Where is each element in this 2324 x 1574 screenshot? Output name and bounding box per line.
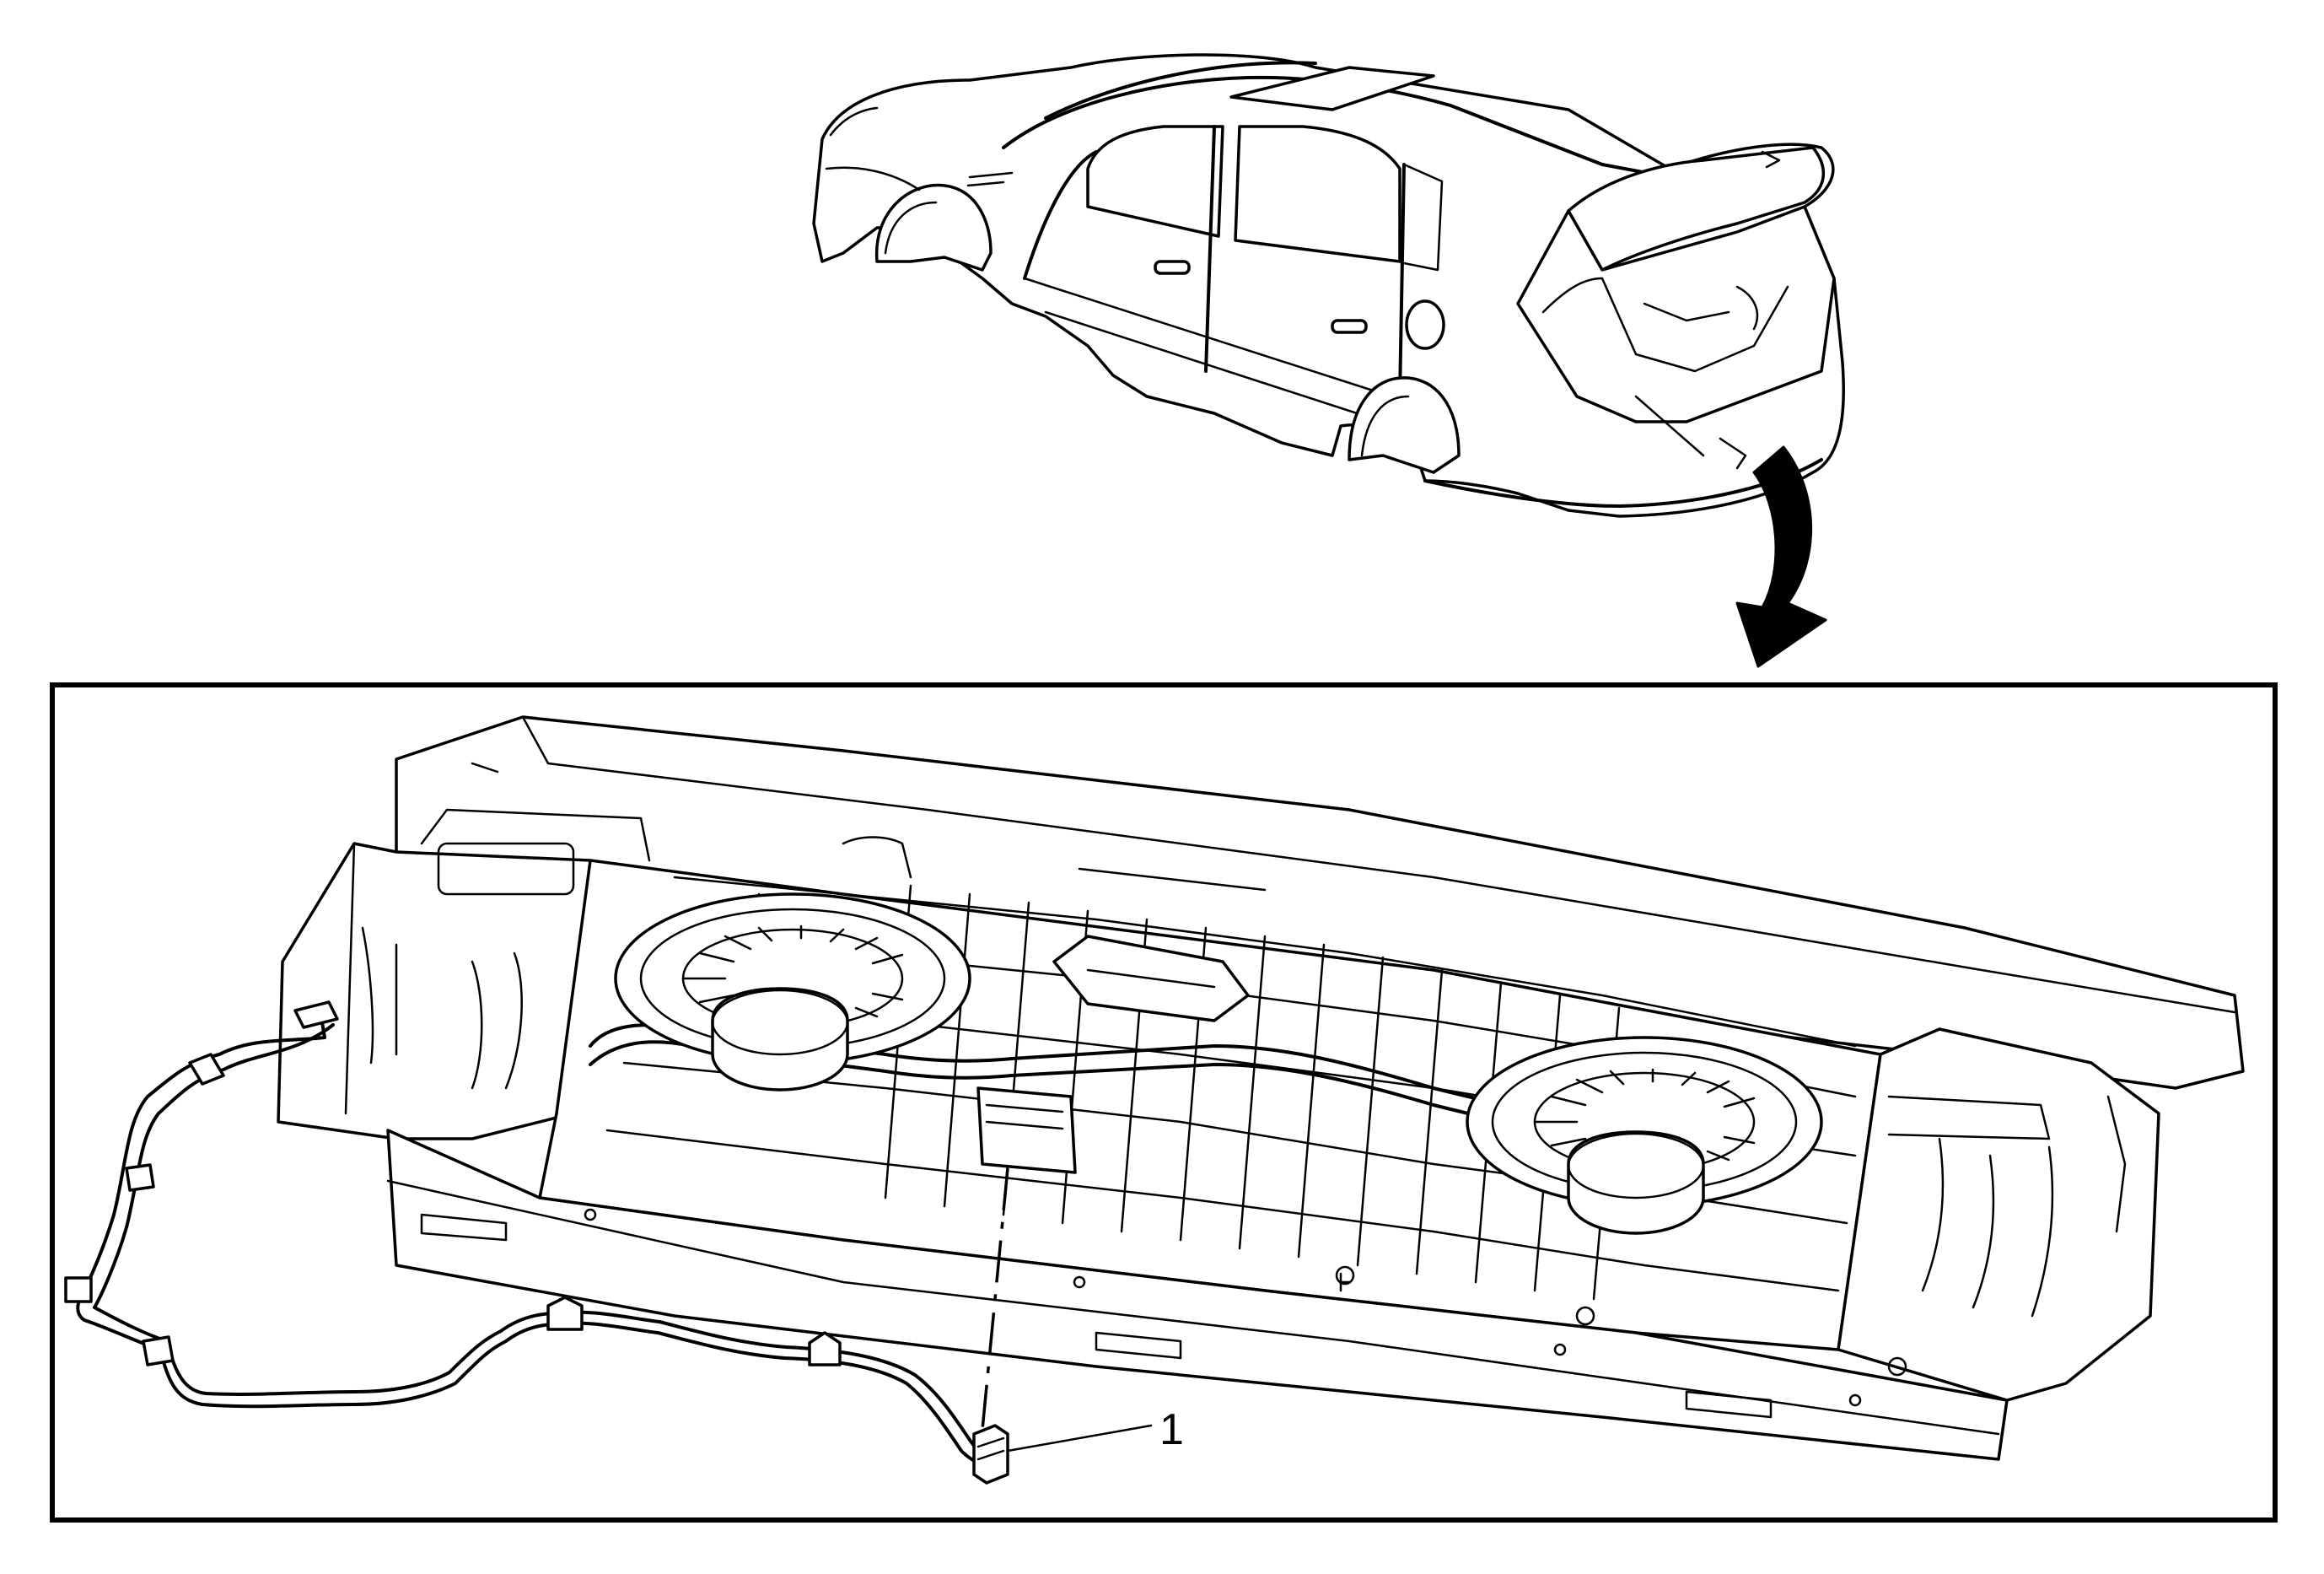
center-module-installed [976, 1086, 1077, 1174]
detail-frame [50, 682, 2278, 1523]
rear-door-window [1086, 125, 1224, 238]
right-body-panel [1837, 1027, 2160, 1402]
sunroof [1229, 66, 1435, 111]
left-speaker [614, 892, 971, 1092]
fuel-door [1405, 299, 1445, 350]
rear-compartment-detail [277, 715, 2245, 1461]
detail-view-arrow [1735, 445, 1827, 668]
harness-clip [142, 1335, 175, 1366]
right-speaker [1466, 1036, 1823, 1235]
trunk-lid [1567, 146, 1826, 272]
callout-number: 1 [1159, 1405, 1184, 1454]
front-wheel-well [874, 183, 993, 272]
harness-clip [293, 1000, 339, 1029]
harness-clip [188, 1053, 225, 1086]
callout-leader [1006, 1424, 1153, 1453]
vehicle-overview [812, 53, 1845, 518]
harness-clip [808, 1331, 842, 1366]
harness-clip [546, 1296, 584, 1331]
rear-wheel-well [1348, 376, 1461, 474]
harness-clip [64, 1276, 93, 1303]
front-door-window [1234, 125, 1401, 263]
door-handle [1154, 260, 1191, 275]
installation-line [981, 1167, 1009, 1431]
trunk-opening [1516, 205, 1836, 423]
harness-clip [125, 1163, 155, 1192]
left-body-panel [277, 842, 592, 1140]
door-handle [1331, 319, 1368, 334]
removed-component-assembly [64, 1000, 1153, 1485]
